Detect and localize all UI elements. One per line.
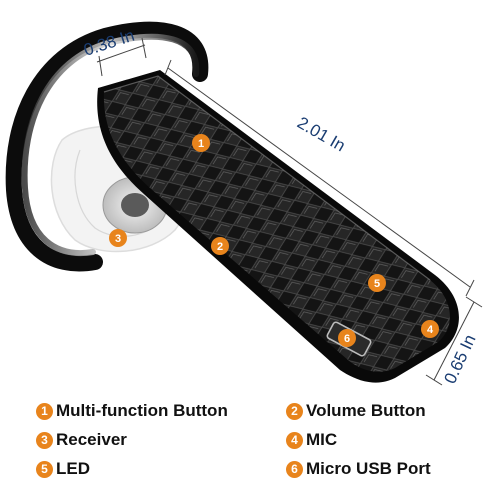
legend-item-micro-usb-port: 6 Micro USB Port	[286, 459, 486, 479]
legend-number: 2	[286, 402, 303, 420]
callout-1: 1	[192, 134, 210, 152]
legend-item-volume-button: 2 Volume Button	[286, 401, 486, 421]
svg-text:4: 4	[427, 324, 434, 336]
callout-3: 3	[109, 229, 127, 247]
legend-item-led: 5 LED	[36, 459, 286, 479]
legend-item-multi-function-button: 1 Multi-function Button	[36, 401, 286, 421]
callout-4: 4	[421, 320, 439, 338]
legend-label: Multi-function Button	[56, 401, 228, 420]
legend-label: Receiver	[56, 430, 127, 449]
legend-label: Micro USB Port	[306, 459, 431, 478]
legend-label: Volume Button	[306, 401, 426, 420]
legend-label: MIC	[306, 430, 338, 449]
svg-text:2: 2	[217, 241, 223, 253]
legend-number: 6	[286, 460, 303, 478]
callout-6: 6	[338, 329, 356, 347]
legend-number: 5	[36, 460, 53, 478]
legend-number: 1	[36, 402, 53, 420]
legend-item-receiver: 3 Receiver	[36, 430, 286, 450]
callout-2: 2	[211, 237, 229, 255]
ear-hook	[5, 21, 209, 272]
legend-item-mic: 4 MIC	[286, 430, 486, 450]
legend-number: 4	[286, 431, 303, 449]
svg-text:3: 3	[115, 233, 121, 245]
callout-5: 5	[368, 274, 386, 292]
legend-label: LED	[56, 459, 90, 478]
svg-text:1: 1	[198, 138, 204, 150]
svg-text:5: 5	[374, 278, 380, 290]
length-dimension-label: 2.01 In	[294, 113, 349, 155]
dimension-lines	[96, 37, 483, 386]
parts-legend: 1 Multi-function Button 2 Volume Button …	[36, 401, 486, 479]
svg-text:6: 6	[344, 333, 350, 345]
legend-number: 3	[36, 431, 53, 449]
